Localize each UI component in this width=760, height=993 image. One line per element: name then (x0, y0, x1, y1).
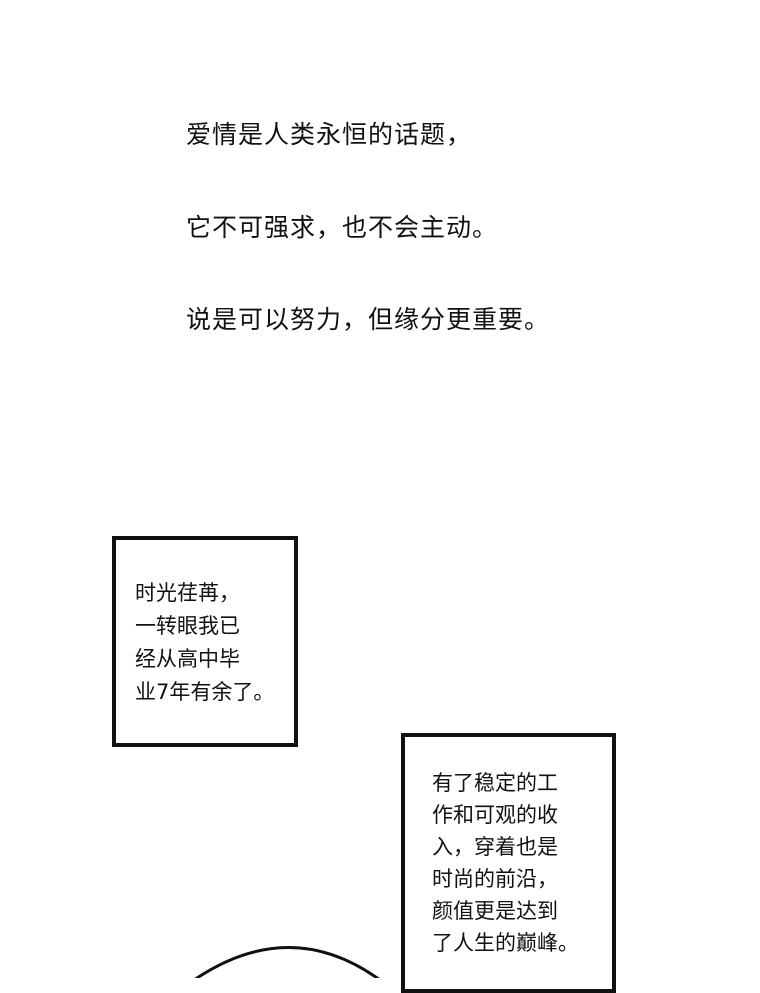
caption-1-line-1: 时光荏苒， (135, 581, 240, 605)
caption-2-line-4: 时尚的前沿， (432, 867, 558, 891)
intro-line-3: 说是可以努力，但缘分更重要。 (186, 305, 551, 334)
caption-1-line-4: 业7年有余了。 (135, 680, 275, 704)
caption-box-2 (401, 733, 616, 993)
caption-box-1 (112, 536, 298, 747)
caption-2-line-6: 了人生的巅峰。 (432, 931, 579, 955)
caption-2-line-5: 颜值更是达到 (432, 899, 558, 923)
caption-1-line-2: 一转眼我已 (135, 614, 240, 638)
intro-line-1: 爱情是人类永恒的话题， (186, 120, 473, 149)
caption-1-line-3: 经从高中毕 (135, 647, 240, 671)
intro-line-2: 它不可强求，也不会主动。 (186, 213, 499, 242)
caption-2-line-3: 入，穿着也是 (432, 835, 558, 859)
caption-2-line-1: 有了稳定的工 (432, 771, 558, 795)
caption-2-line-2: 作和可观的收 (432, 803, 558, 827)
